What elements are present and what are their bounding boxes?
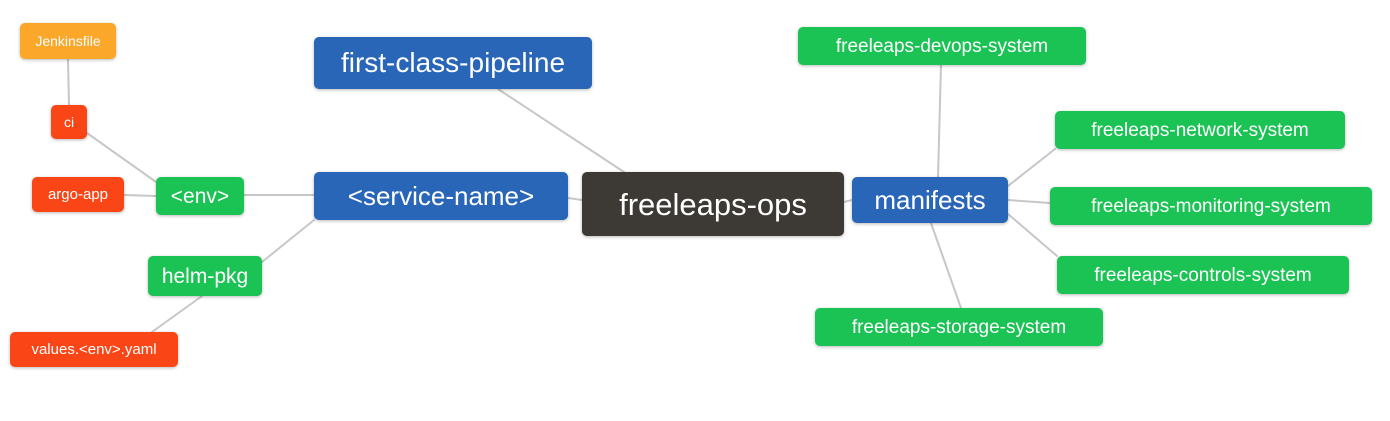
edge-ci-to-env [86, 132, 157, 183]
node-freeleaps-controls-system[interactable]: freeleaps-controls-system [1057, 256, 1349, 294]
node-label-freeleaps-storage-system: freeleaps-storage-system [851, 316, 1067, 338]
node-label-values-yaml: values.<env>.yaml [31, 341, 157, 358]
node-label-freeleaps-ops: freeleaps-ops [619, 186, 807, 222]
node-service-name[interactable]: <service-name> [314, 172, 568, 220]
node-label-ci: ci [63, 114, 75, 130]
edge-manifests-to-freeleaps-storage-system [930, 222, 962, 309]
node-manifests[interactable]: manifests [852, 177, 1008, 223]
node-helm-pkg[interactable]: helm-pkg [148, 256, 262, 296]
node-jenkinsfile[interactable]: Jenkinsfile [20, 23, 116, 59]
node-freeleaps-ops[interactable]: freeleaps-ops [582, 172, 844, 236]
node-label-freeleaps-devops-system: freeleaps-devops-system [835, 35, 1049, 57]
node-label-first-class-pipeline: first-class-pipeline [340, 47, 566, 78]
node-argo-app[interactable]: argo-app [32, 177, 124, 212]
edge-helm-pkg-to-service-name [261, 219, 315, 263]
node-freeleaps-storage-system[interactable]: freeleaps-storage-system [815, 308, 1103, 346]
edge-jenkinsfile-to-ci [67, 58, 70, 106]
edge-values-yaml-to-helm-pkg [151, 295, 203, 333]
edge-manifests-to-freeleaps-network-system [1007, 148, 1056, 187]
node-label-helm-pkg: helm-pkg [161, 264, 249, 288]
node-values-yaml[interactable]: values.<env>.yaml [10, 332, 178, 367]
node-env[interactable]: <env> [156, 177, 244, 215]
node-label-service-name: <service-name> [347, 181, 535, 211]
node-label-manifests: manifests [874, 185, 986, 215]
node-ci[interactable]: ci [51, 105, 87, 139]
node-label-jenkinsfile: Jenkinsfile [35, 33, 101, 49]
node-freeleaps-monitoring-system[interactable]: freeleaps-monitoring-system [1050, 187, 1372, 225]
edge-first-class-pipeline-to-freeleaps-ops [497, 88, 625, 173]
node-freeleaps-devops-system[interactable]: freeleaps-devops-system [798, 27, 1086, 65]
node-label-env: <env> [170, 184, 230, 208]
edge-freeleaps-ops-to-manifests [843, 199, 853, 203]
edge-manifests-to-freeleaps-monitoring-system [1007, 199, 1051, 204]
node-label-freeleaps-network-system: freeleaps-network-system [1091, 119, 1309, 141]
edge-service-name-to-freeleaps-ops [567, 197, 583, 201]
node-first-class-pipeline[interactable]: first-class-pipeline [314, 37, 592, 89]
node-label-freeleaps-controls-system: freeleaps-controls-system [1094, 264, 1312, 286]
edge-manifests-to-freeleaps-devops-system [937, 64, 942, 178]
edge-argo-app-to-env [123, 194, 157, 197]
node-freeleaps-network-system[interactable]: freeleaps-network-system [1055, 111, 1345, 149]
node-label-freeleaps-monitoring-system: freeleaps-monitoring-system [1091, 195, 1331, 217]
node-label-argo-app: argo-app [47, 186, 109, 203]
